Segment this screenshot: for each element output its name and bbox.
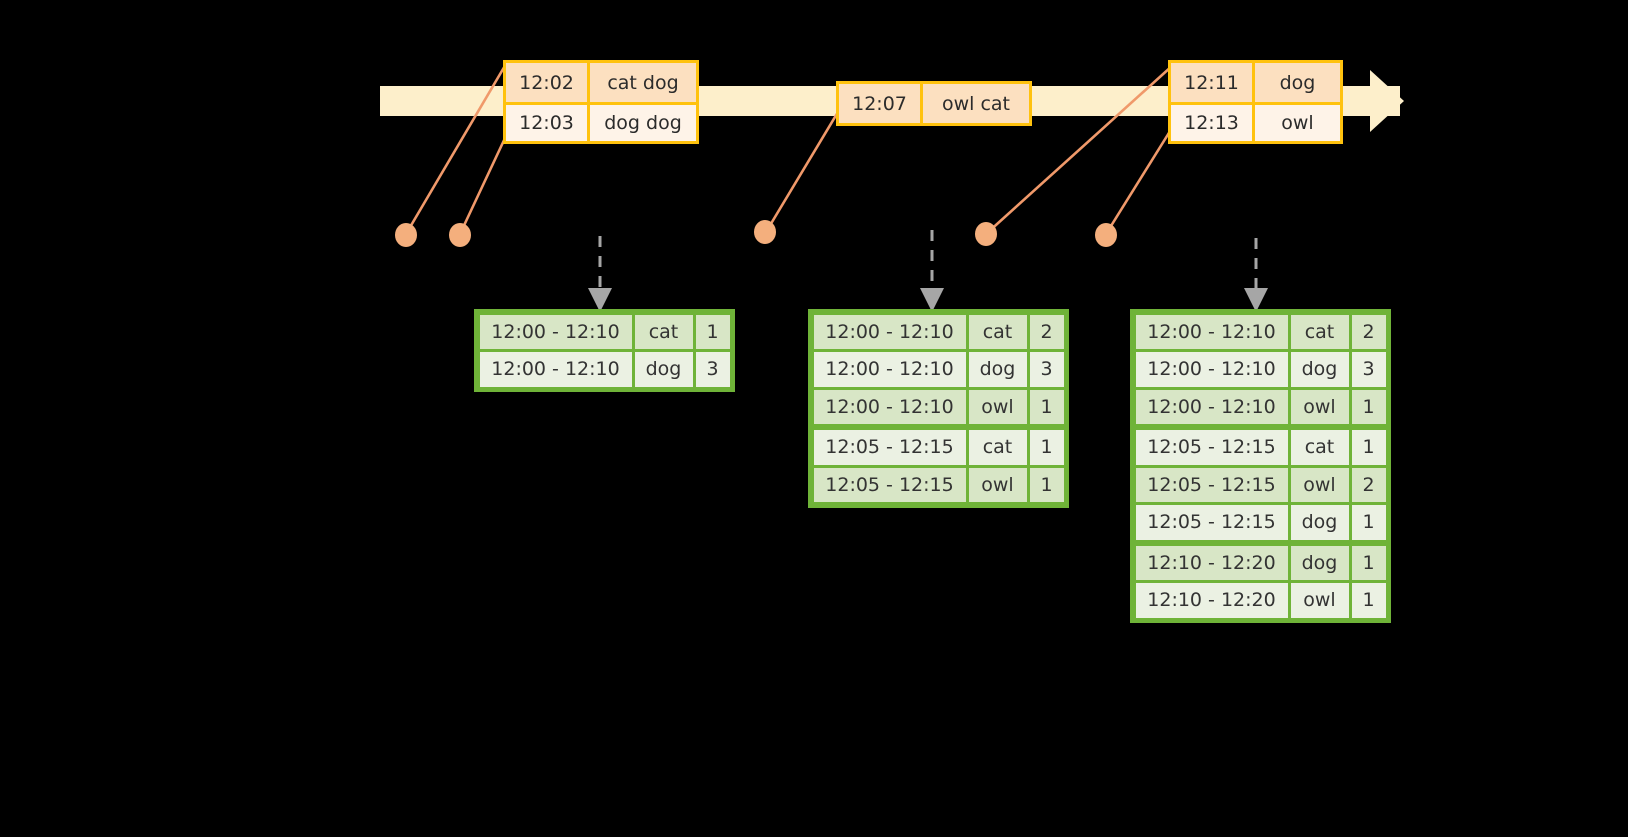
event-row: 12:13 owl xyxy=(1171,102,1340,141)
result-count: 2 xyxy=(1351,467,1386,502)
result-count: 3 xyxy=(1029,352,1064,387)
dot-4 xyxy=(975,222,997,246)
result-window: 12:00 - 12:10 xyxy=(479,314,632,349)
event-time: 12:11 xyxy=(1171,63,1255,102)
dot-1 xyxy=(395,223,417,247)
event-time: 12:03 xyxy=(506,105,590,141)
result-key: cat xyxy=(1290,430,1349,465)
event-time: 12:13 xyxy=(1171,105,1255,141)
result-window: 12:00 - 12:10 xyxy=(813,389,966,424)
event-box-2[interactable]: 12:07 owl cat xyxy=(836,81,1032,126)
result-count: 1 xyxy=(695,314,730,349)
result-window: 12:00 - 12:10 xyxy=(1135,352,1288,387)
result-window: 12:00 - 12:10 xyxy=(1135,389,1288,424)
result-key: owl xyxy=(968,389,1027,424)
result-key: cat xyxy=(968,430,1027,465)
result-key: dog xyxy=(1290,352,1349,387)
result-window: 12:05 - 12:15 xyxy=(1135,430,1288,465)
result-key: cat xyxy=(968,314,1027,349)
event-row: 12:11 dog xyxy=(1171,63,1340,102)
result-count: 1 xyxy=(1029,389,1064,424)
result-window: 12:00 - 12:10 xyxy=(1135,314,1288,349)
event-payload: dog dog xyxy=(604,112,682,134)
event-payload: owl cat xyxy=(941,92,1011,115)
result-count: 1 xyxy=(1351,505,1386,540)
dot-5 xyxy=(1095,223,1117,247)
result-key: owl xyxy=(968,467,1027,502)
result-window: 12:00 - 12:10 xyxy=(813,352,966,387)
result-count: 1 xyxy=(1351,583,1386,618)
dot-3 xyxy=(754,220,776,244)
result-key: dog xyxy=(1290,545,1349,580)
result-window: 12:00 - 12:10 xyxy=(479,352,632,387)
emit-arrows xyxy=(588,230,1268,312)
event-box-3[interactable]: 12:11 dog 12:13 owl xyxy=(1168,60,1343,144)
result-window: 12:05 - 12:15 xyxy=(1135,505,1288,540)
result-window: 12:05 - 12:15 xyxy=(1135,467,1288,502)
result-count: 2 xyxy=(1029,314,1064,349)
event-row: 12:07 owl cat xyxy=(839,84,1029,123)
event-payload: dog xyxy=(1279,71,1316,94)
event-time: 12:07 xyxy=(839,84,923,123)
result-key: dog xyxy=(634,352,693,387)
result-count: 3 xyxy=(695,352,730,387)
event-box-1[interactable]: 12:02 cat dog 12:03 dog dog xyxy=(503,60,699,144)
event-row: 12:03 dog dog xyxy=(506,102,696,141)
result-count: 1 xyxy=(1351,545,1386,580)
result-count: 1 xyxy=(1351,430,1386,465)
event-row: 12:02 cat dog xyxy=(506,63,696,102)
dot-2 xyxy=(449,223,471,247)
result-window: 12:10 - 12:20 xyxy=(1135,583,1288,618)
event-payload: owl xyxy=(1281,112,1314,134)
result-key: dog xyxy=(1290,505,1349,540)
event-payload: cat dog xyxy=(607,71,679,94)
result-key: cat xyxy=(1290,314,1349,349)
result-count: 1 xyxy=(1351,389,1386,424)
result-count: 1 xyxy=(1029,430,1064,465)
result-window: 12:05 - 12:15 xyxy=(813,430,966,465)
event-dots xyxy=(395,220,1117,247)
result-count: 1 xyxy=(1029,467,1064,502)
event-time: 12:02 xyxy=(506,63,590,102)
result-count: 2 xyxy=(1351,314,1386,349)
result-window: 12:00 - 12:10 xyxy=(813,314,966,349)
result-key: owl xyxy=(1290,467,1349,502)
result-key: dog xyxy=(968,352,1027,387)
result-key: owl xyxy=(1290,583,1349,618)
result-key: cat xyxy=(634,314,693,349)
result-key: owl xyxy=(1290,389,1349,424)
result-count: 3 xyxy=(1351,352,1386,387)
result-window: 12:10 - 12:20 xyxy=(1135,545,1288,580)
result-window: 12:05 - 12:15 xyxy=(813,467,966,502)
